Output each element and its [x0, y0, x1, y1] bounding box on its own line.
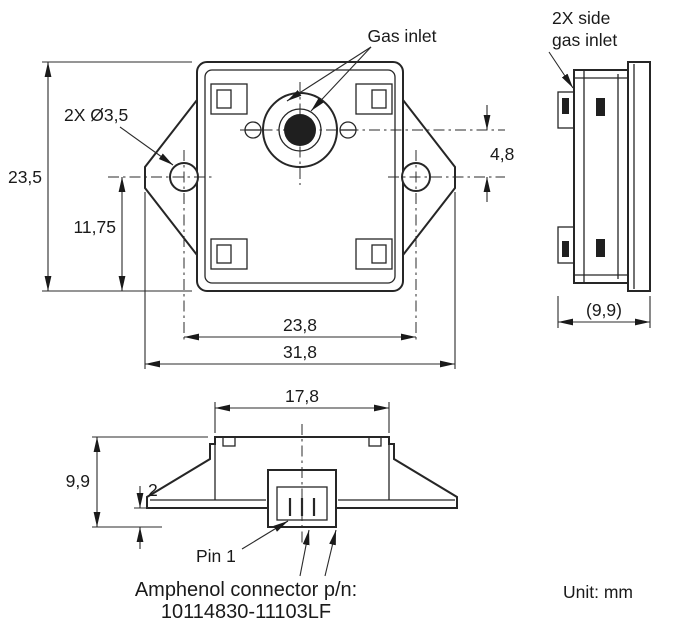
unit-note: Unit: mm [563, 582, 633, 602]
hole-callout-label: 2X Ø3,5 [64, 105, 128, 125]
side-gas-inlet-leader [548, 51, 574, 89]
bottom-clip-left [222, 436, 236, 447]
gas-inlet-hole [284, 114, 316, 146]
clip-top-right [355, 83, 393, 115]
bottom-view: 17,8 9,9 2 Pin 1 Amphenol connector p/n:… [66, 386, 458, 623]
pin1-leader [241, 520, 289, 550]
connector-leader-1 [299, 529, 310, 577]
dim-bheight-label: 9,9 [66, 471, 90, 491]
gas-inlet-leader-1 [310, 46, 372, 112]
clip-bottom-left-inner [216, 244, 232, 264]
connector-label-line1: Amphenol connector p/n: [135, 579, 357, 601]
dim-hole-spacing-label: 23,8 [283, 315, 317, 335]
dim-standoff-label: 2 [148, 480, 158, 500]
dim-inlet-offset-label: 4,8 [490, 144, 514, 164]
dim-width-label: 31,8 [283, 342, 317, 362]
side-clip-bottom-slot [562, 241, 569, 257]
gas-inlet-leader-2 [286, 46, 372, 102]
corner-clips [210, 83, 393, 270]
clip-bottom-left [210, 238, 248, 270]
side-clip-top [557, 91, 575, 129]
dim-hole-offset-label: 11,75 [74, 217, 117, 237]
connector-leader-2 [324, 529, 337, 577]
side-gas-inlet-label-line2: gas inlet [552, 30, 617, 50]
side-gas-inlet-label-line1: 2X side [552, 8, 610, 28]
hole-callout-leader [119, 126, 174, 166]
side-flange-plate [627, 61, 651, 292]
dim-topwidth-label: 17,8 [285, 386, 319, 406]
side-clip-top-slot [562, 98, 569, 114]
dim-depth-label: (9,9) [586, 300, 622, 320]
side-gas-inlet-bottom [596, 239, 605, 257]
clip-bottom-right-inner [371, 244, 387, 264]
clip-bottom-right [355, 238, 393, 270]
clip-top-left-inner [216, 89, 232, 109]
pin1-label: Pin 1 [196, 546, 236, 566]
front-view: 23,5 11,75 4,8 23,8 31,8 2X Ø3,5 Gas inl… [8, 26, 514, 369]
side-clip-bottom [557, 226, 575, 264]
dim-height-label: 23,5 [8, 167, 42, 187]
clip-top-right-inner [371, 89, 387, 109]
side-view: (9,9) 2X side gas inlet [548, 8, 651, 328]
side-gas-inlet-top [596, 98, 605, 116]
bottom-clip-right [368, 436, 382, 447]
connector-label-line2: 10114830-11103LF [161, 601, 331, 623]
clip-top-left [210, 83, 248, 115]
gas-inlet-label: Gas inlet [367, 26, 436, 46]
